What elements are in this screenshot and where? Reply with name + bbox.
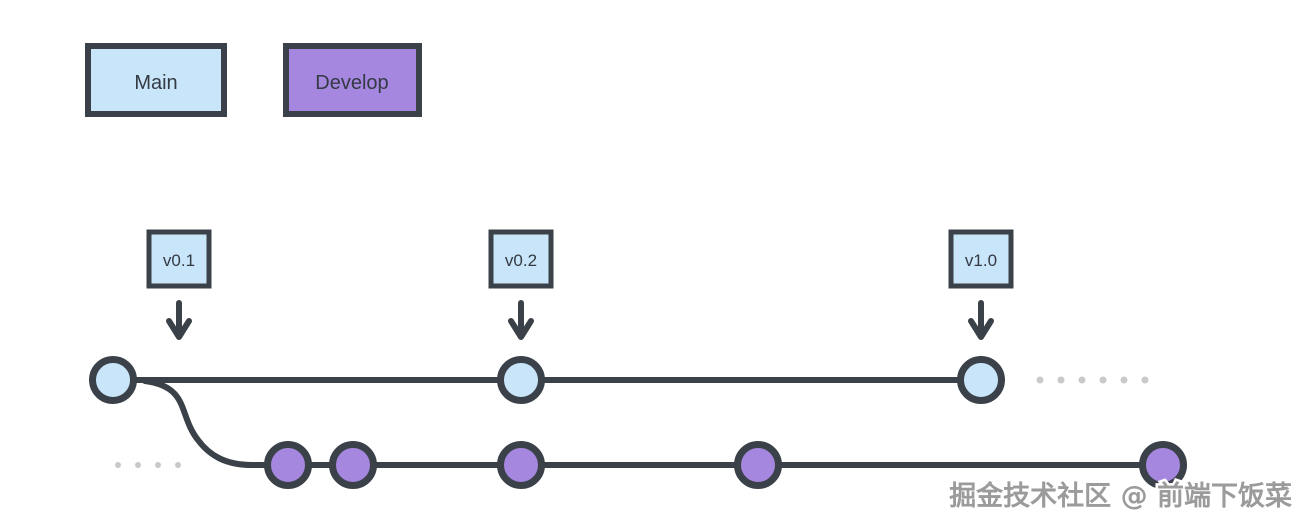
down-arrow-head-icon	[508, 318, 534, 340]
legend-develop-box	[283, 43, 422, 117]
version-tag: v0.1	[146, 229, 212, 340]
version-tag-label: v0.1	[163, 251, 195, 270]
commit-node-main	[89, 356, 137, 404]
version-tag: v0.2	[488, 229, 554, 340]
down-arrow-head-icon	[968, 318, 994, 340]
continuation-dot	[1036, 376, 1044, 384]
version-tag-label: v1.0	[965, 251, 997, 270]
continuation-dot	[1141, 376, 1149, 384]
down-arrow-head-icon	[166, 318, 192, 340]
version-tags: v0.1 v0.2 v1.0	[146, 229, 1014, 340]
continuation-dot	[155, 462, 161, 468]
continuation-dot	[1099, 376, 1107, 384]
legend-main-label: Main	[134, 72, 177, 94]
commit-node-main	[497, 356, 545, 404]
continuation-dot	[1057, 376, 1065, 384]
commit-node-main	[957, 356, 1005, 404]
branch-fork-curve	[142, 378, 255, 468]
legend-develop-label: Develop	[315, 72, 388, 94]
legend-main: Main	[85, 43, 227, 117]
version-tag-box	[488, 229, 554, 289]
continuation-dot	[135, 462, 141, 468]
continuation-dot	[175, 462, 181, 468]
version-tag-label: v0.2	[505, 251, 537, 270]
continuation-dot	[1078, 376, 1086, 384]
commit-node-develop	[734, 441, 782, 489]
watermark: 掘金技术社区 @ 前端下饭菜	[949, 480, 1292, 512]
commit-node-develop	[329, 441, 377, 489]
commit-node-develop	[264, 441, 312, 489]
commit-node-develop	[497, 441, 545, 489]
continuation-dot	[115, 462, 121, 468]
version-tag: v1.0	[948, 229, 1014, 340]
legend: Main Develop	[85, 43, 422, 117]
continuation-dot	[1120, 376, 1128, 384]
commit-node-develop	[1139, 441, 1187, 489]
legend-develop: Develop	[283, 43, 422, 117]
version-tag-box	[146, 229, 212, 289]
legend-main-box	[85, 43, 227, 117]
branches	[89, 356, 1187, 489]
version-tag-box	[948, 229, 1014, 289]
